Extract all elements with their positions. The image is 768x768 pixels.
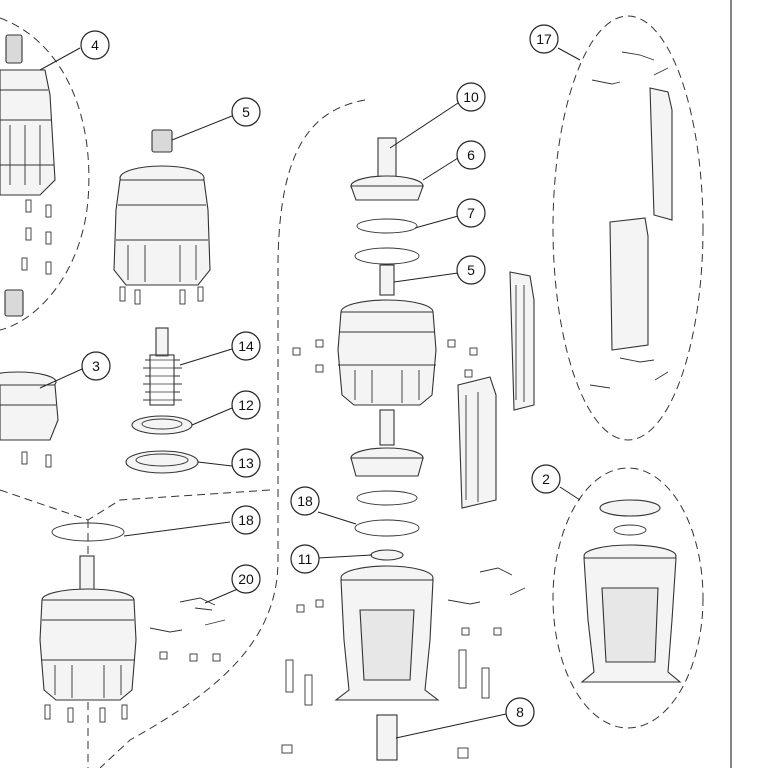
group-outline-17 — [552, 15, 704, 441]
part-17-shell-set — [589, 51, 673, 389]
svg-text:2: 2 — [542, 471, 550, 487]
part-3-stage-cover — [0, 371, 59, 468]
svg-text:3: 3 — [92, 358, 100, 374]
callout-5-upper-casing: 5 — [231, 97, 261, 127]
callout-17: 17 — [529, 24, 559, 54]
group-outline-stage — [99, 99, 366, 768]
callout-8: 8 — [505, 697, 535, 727]
svg-text:17: 17 — [536, 31, 552, 47]
callout-10: 10 — [456, 82, 486, 112]
callout-14: 14 — [231, 331, 261, 361]
svg-text:12: 12 — [238, 397, 254, 413]
svg-text:18: 18 — [238, 512, 254, 528]
shell-half-lower — [457, 376, 497, 509]
svg-text:11: 11 — [298, 551, 313, 567]
svg-text:5: 5 — [467, 262, 475, 278]
callout-20: 20 — [231, 564, 261, 594]
central-shaft-assembly — [334, 137, 440, 761]
callout-2: 2 — [531, 464, 561, 494]
callout-13: 13 — [231, 448, 261, 478]
callout-4: 4 — [80, 30, 110, 60]
leader-lines — [39, 47, 581, 739]
group-outline-connector — [0, 489, 271, 521]
callout-7: 7 — [456, 198, 486, 228]
part-12-ring — [131, 415, 193, 435]
part-20-wedge-set — [149, 597, 226, 662]
part-14-spring-assembly — [143, 327, 182, 406]
callout-3: 3 — [81, 351, 111, 381]
group-outline-4 — [0, 17, 90, 331]
part-4-stage-casing — [0, 34, 56, 317]
callout-11: 11 — [290, 544, 320, 574]
lower-left-stage-assembly — [39, 555, 137, 723]
part-18-o-ring — [51, 522, 125, 542]
svg-text:8: 8 — [516, 704, 524, 720]
callout-6: 6 — [456, 140, 486, 170]
svg-text:5: 5 — [242, 104, 250, 120]
fastener-set-center — [281, 339, 526, 759]
group-outline-2 — [552, 467, 704, 729]
svg-text:20: 20 — [238, 571, 254, 587]
svg-text:7: 7 — [467, 205, 475, 221]
callout-18-left: 18 — [231, 505, 261, 535]
svg-text:4: 4 — [91, 37, 99, 53]
svg-text:6: 6 — [467, 147, 475, 163]
svg-text:13: 13 — [238, 455, 254, 471]
callout-12: 12 — [231, 390, 261, 420]
svg-text:10: 10 — [463, 89, 479, 105]
callout-5-shaft: 5 — [456, 255, 486, 285]
part-5-stage-casing — [113, 129, 211, 305]
part-2-suction-casing — [580, 499, 682, 683]
shell-half-upper — [509, 271, 535, 411]
callout-18-center: 18 — [290, 486, 320, 516]
svg-text:14: 14 — [238, 338, 254, 354]
svg-text:18: 18 — [297, 493, 313, 509]
part-13-ring — [125, 450, 199, 474]
